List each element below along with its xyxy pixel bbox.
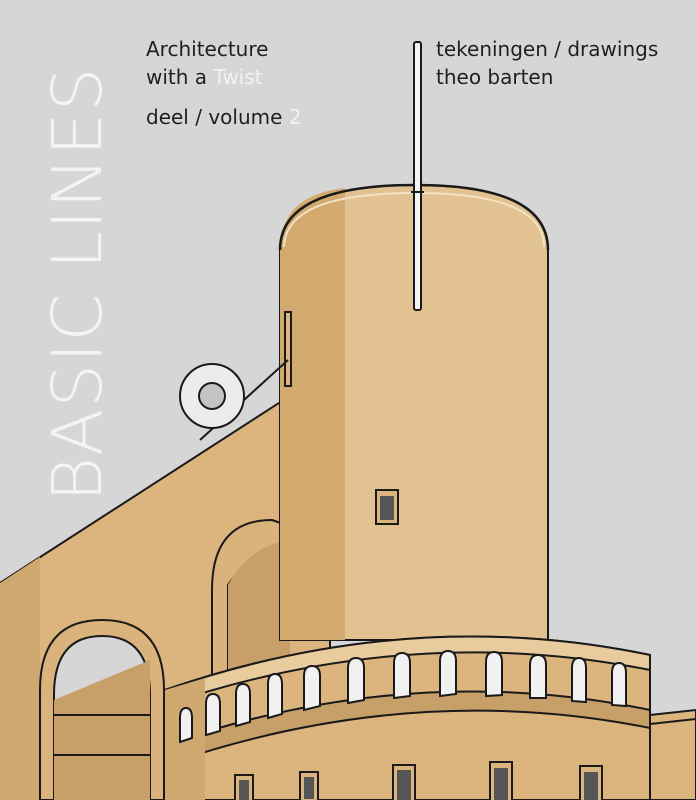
cover-title: BASIC LINES [38, 66, 118, 502]
subtitle-line-1-text: Architecture [146, 37, 269, 61]
side-pole [284, 311, 292, 387]
subtitle-line-2: with a Twist [146, 62, 263, 92]
subtitle-prefix: with a [146, 65, 214, 89]
ramp-arch-lower-inner [54, 660, 150, 800]
volume-prefix: deel / volume [146, 105, 289, 129]
subtitle-accent: Twist [213, 65, 263, 89]
right-wing [649, 708, 696, 800]
tower-shadow [280, 188, 345, 640]
volume-line: deel / volume 2 [146, 102, 302, 132]
balcony-arches [179, 649, 627, 744]
credit-line-1: tekeningen / drawings [436, 37, 659, 61]
subtitle-line-1: Architecture [146, 34, 268, 64]
flag-pole [413, 41, 422, 311]
credit-line-2: theo barten [436, 65, 554, 89]
ramp-shade [0, 557, 40, 800]
volume-number: 2 [288, 105, 302, 129]
